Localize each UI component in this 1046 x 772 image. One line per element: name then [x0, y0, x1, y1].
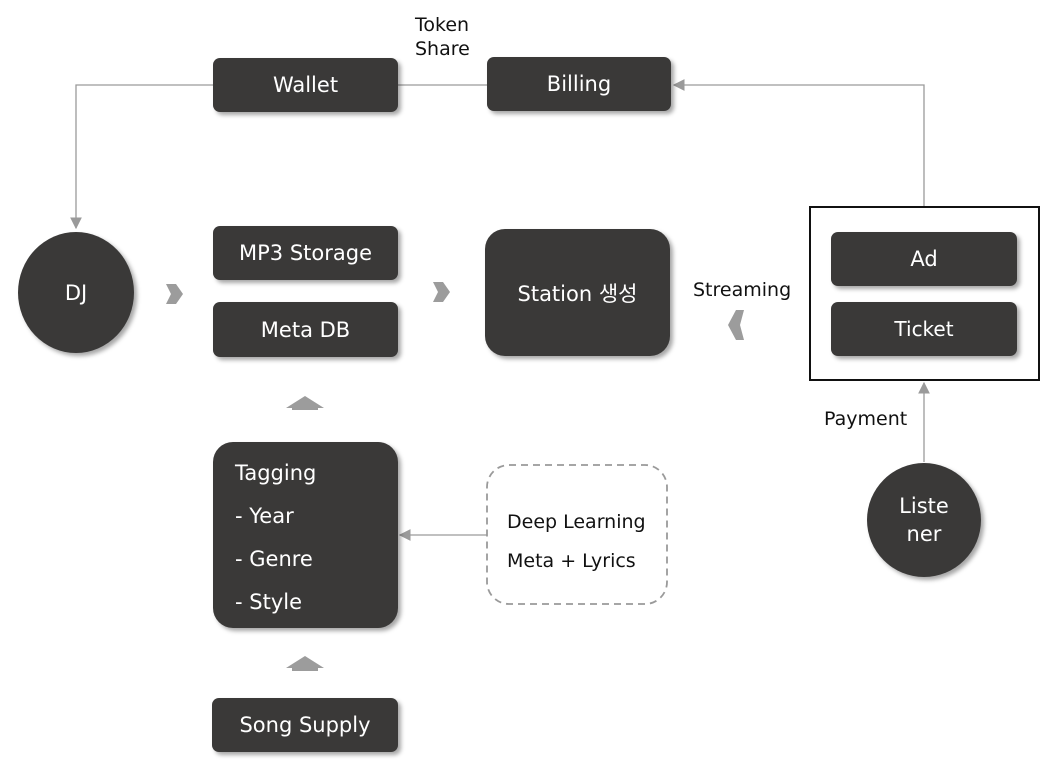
token-share-label: Token Share: [415, 13, 470, 61]
dj-to-storage-arrow: [166, 284, 183, 304]
supply-to-tagging-arrow: [286, 656, 324, 671]
ad-node: Ad: [831, 232, 1017, 286]
tagging-genre: - Genre: [235, 547, 313, 571]
revenue-group-frame: [809, 206, 1040, 381]
deep-learning-line-1: Deep Learning: [507, 511, 646, 533]
token-share-line-2: Share: [415, 38, 470, 60]
token-share-line-1: Token: [415, 14, 470, 36]
streaming-label: Streaming: [693, 279, 792, 301]
tagging-node: Tagging - Year - Genre - Style: [213, 442, 398, 628]
dj-node: DJ: [18, 232, 134, 353]
ticket-node: Ticket: [831, 302, 1017, 356]
listener-line-1: Liste: [899, 494, 949, 518]
streaming-arrow: [728, 310, 744, 340]
station-node: Station 생성: [485, 229, 670, 356]
wallet-node: Wallet: [213, 58, 398, 112]
wallet-to-dj-line: [70, 84, 213, 230]
meta-db-node: Meta DB: [213, 302, 398, 357]
storage-to-station-arrow: [433, 282, 450, 302]
tagging-title: Tagging: [235, 461, 317, 485]
deep-learning-line-2: Meta + Lyrics: [507, 550, 636, 572]
tagging-year: - Year: [235, 504, 294, 528]
listener-node: Liste ner: [867, 463, 981, 577]
billing-node: Billing: [487, 57, 671, 111]
mp3-storage-node: MP3 Storage: [213, 226, 398, 280]
ad-to-billing-line: [672, 79, 925, 207]
deep-learning-text: Deep Learning Meta + Lyrics: [507, 503, 646, 581]
tagging-style: - Style: [235, 590, 302, 614]
payment-label: Payment: [824, 408, 908, 430]
song-supply-node: Song Supply: [212, 698, 398, 752]
deep-learning-frame: [486, 464, 668, 605]
tagging-to-meta-arrow: [286, 396, 324, 410]
listener-line-2: ner: [906, 522, 942, 546]
